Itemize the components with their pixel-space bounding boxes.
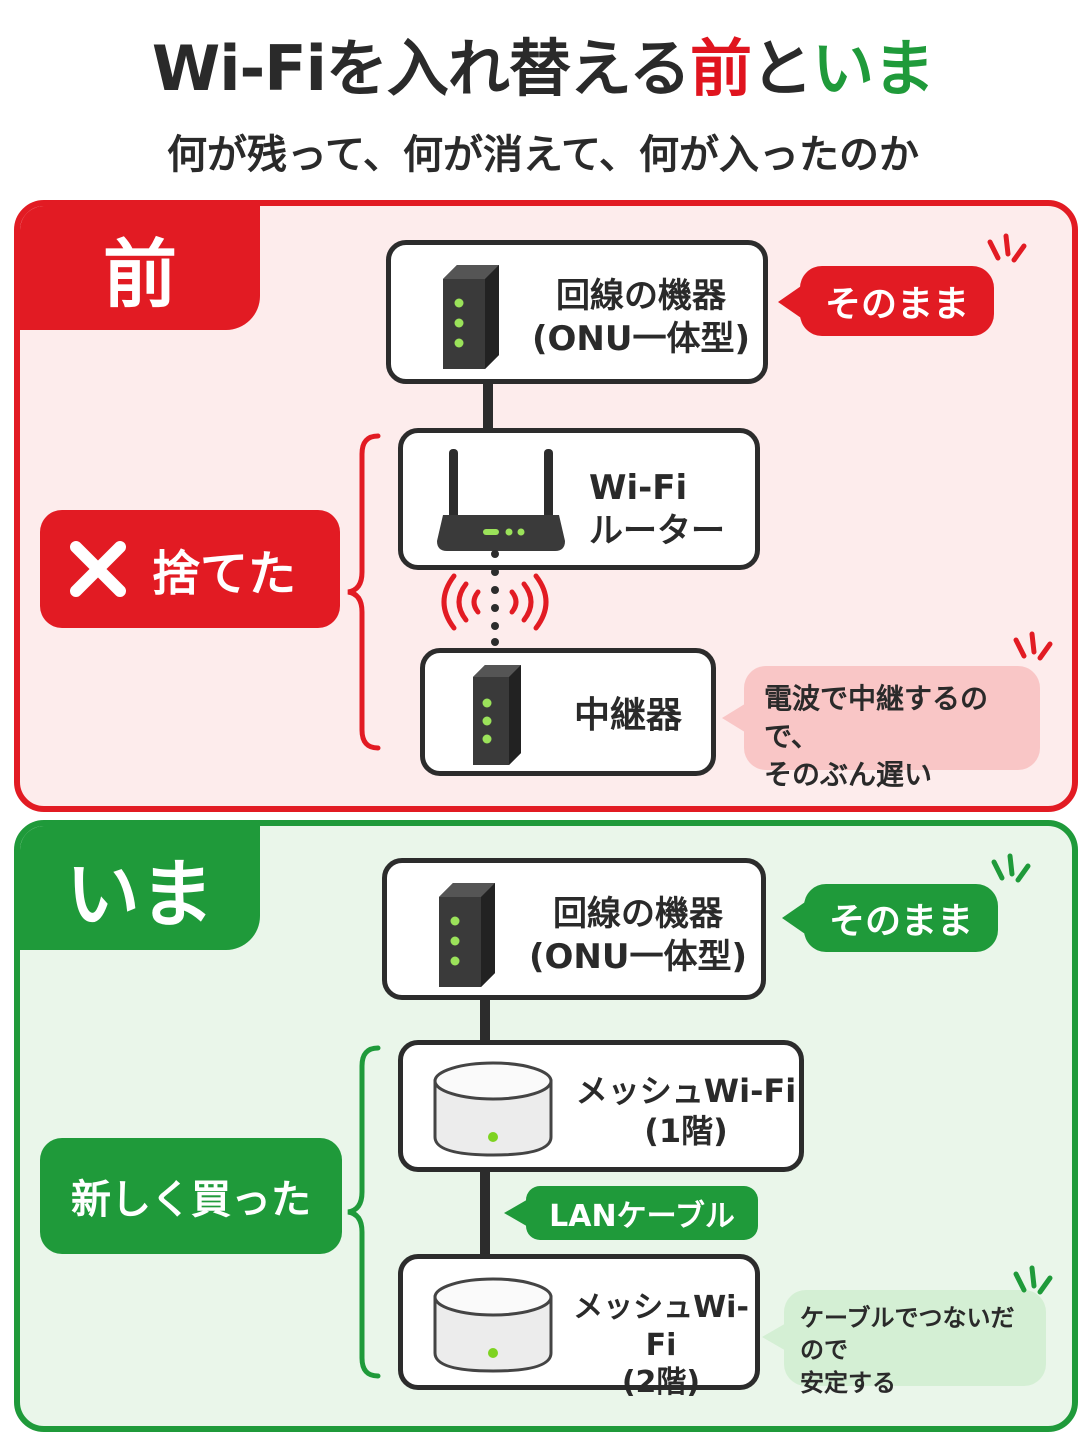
onu-label-line2: (ONU一体型) [531,318,751,359]
discarded-label: 捨てた [152,546,297,602]
mesh-2f-box: メッシュWi-Fi (2階) [398,1254,760,1400]
mesh-1f-label-line2: (1階) [644,1112,728,1150]
repeater-note-line1: 電波で中継するので、 [764,682,989,753]
onu-label-line1: 回線の機器 [556,276,726,316]
repeater-box: 中継器 [420,648,716,776]
keep-badge-now: そのまま [804,884,998,952]
mesh-note: ケーブルでつないだので 安定する [784,1290,1046,1397]
onu-label-line1: 回線の機器 [553,894,723,934]
mesh-2f-label-line2: (2階) [621,1365,701,1400]
emphasis-lines-icon [991,853,1031,883]
mesh-node-icon [433,1277,553,1373]
page-subtitle: 何が残って、何が消えて、何が入ったのか [167,132,919,178]
discarded-bracket [347,433,381,751]
mesh-1f-label-line1: メッシュWi-Fi [575,1072,797,1110]
mesh-2f-label-line1: メッシュWi-Fi [573,1290,749,1363]
router-icon [437,449,565,551]
onu-router-connector [483,380,493,432]
title-main: Wi-Fiを入れ替える [151,32,691,105]
discarded-badge: 捨てた [40,510,340,628]
emphasis-lines-icon [1013,1265,1053,1295]
emphasis-lines-icon [1013,631,1053,661]
bought-bracket [347,1045,381,1379]
keep-badge-before: そのまま [800,266,994,336]
emphasis-lines-icon [987,233,1027,263]
repeater-label: 中継器 [573,695,682,736]
keep-badge-tail-before [778,284,804,320]
mesh-note-line2: 安定する [800,1368,896,1397]
repeater-note: 電波で中継するので、 そのぶん遅い [744,666,1040,791]
onu-box-now: 回線の機器 (ONU一体型) [382,858,766,1000]
title-before: 前 [690,32,752,105]
title-and: と [751,32,813,105]
onu-box-before: 回線の機器 (ONU一体型) [386,240,768,384]
router-box: Wi-Fi ルーター [398,428,760,570]
onu-device-icon [439,883,495,987]
before-tab: 前 [20,206,260,330]
onu-label-line2: (ONU一体型) [528,936,748,977]
bought-badge: 新しく買った [40,1138,342,1254]
now-tab: いま [20,826,260,950]
lan-cable-line [480,1168,490,1258]
onu-device-icon [443,265,499,369]
lan-cable-badge: LANケーブル [526,1186,758,1240]
onu-mesh-connector [480,996,490,1044]
repeater-note-tail [722,702,748,734]
repeater-note-line2: そのぶん遅い [764,757,933,791]
title-now: いま [812,32,935,105]
keep-badge-tail-now [782,900,808,936]
page-title: Wi-Fiを入れ替える前といま [0,18,1086,108]
lan-cable-badge-tail [504,1198,530,1228]
x-mark-icon [70,541,126,597]
mesh-node-icon [433,1061,553,1157]
router-label-line1: Wi-Fi [589,468,688,508]
repeater-icon [473,665,521,765]
router-label-line2: ルーター [589,510,725,551]
wireless-signal-icon [441,550,549,646]
mesh-note-line1: ケーブルでつないだので [800,1304,1015,1365]
mesh-1f-box: メッシュWi-Fi (1階) [398,1040,804,1172]
mesh-note-tail [762,1322,788,1352]
